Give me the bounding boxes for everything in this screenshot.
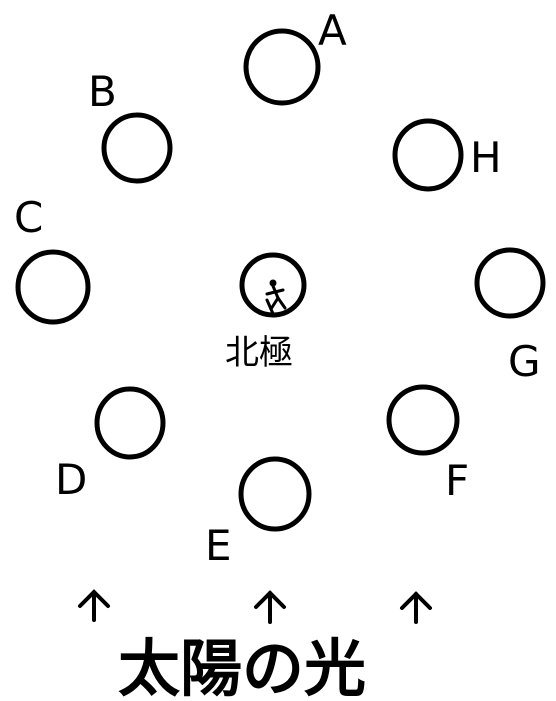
sunlight-label: 太陽の光	[118, 632, 366, 701]
circle-c	[15, 249, 91, 325]
label-d: D	[55, 455, 87, 504]
label-a: A	[318, 6, 347, 55]
circle-b	[101, 112, 173, 184]
label-e: E	[205, 521, 232, 570]
circle-a	[243, 28, 321, 106]
arrow-up-icon-left	[78, 589, 110, 622]
circle-h	[392, 118, 464, 192]
arrow-up-icon-right	[400, 591, 432, 624]
label-c: C	[14, 193, 43, 242]
circle-g	[474, 247, 546, 319]
label-f: F	[445, 456, 469, 505]
person-icon	[265, 279, 287, 318]
circle-f	[386, 384, 460, 456]
arrow-up-icon-center	[254, 590, 286, 624]
label-g: G	[508, 337, 541, 386]
label-h: H	[470, 133, 502, 182]
circle-d	[94, 386, 166, 460]
circle-e	[238, 456, 312, 532]
label-b: B	[88, 67, 117, 116]
north-pole-label: 北極	[225, 333, 293, 373]
